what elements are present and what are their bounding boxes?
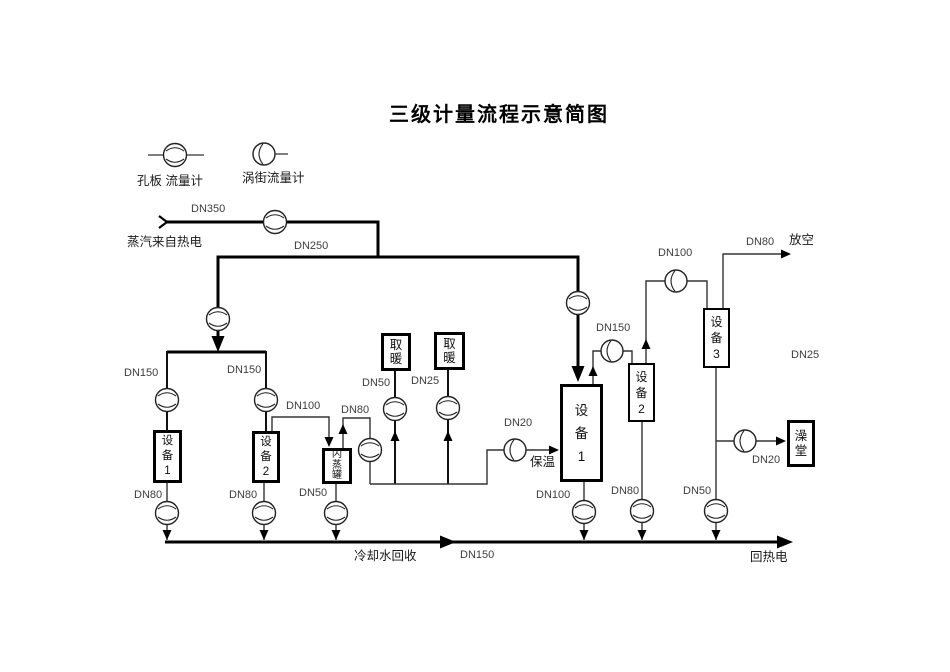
orifice-flowmeter-icon [703,498,729,524]
vortex-flowmeter-icon [733,429,757,453]
orifice-flowmeter-icon [382,396,408,422]
arrow-down-icon [579,530,589,540]
steam-source-label: 蒸汽来自热电 [127,235,203,249]
equipment-label: 取暖 [443,336,456,366]
arrow-up-icon [443,431,453,441]
pipe-label-dn50-drain-flash: DN50 [299,487,328,499]
pipe-label-dn150-return: DN150 [460,549,495,561]
arrow-up-icon [641,339,651,349]
equipment-label: 闪蒸罐 [332,449,342,482]
equipment-box-1-big: 设备1 [560,384,603,482]
equipment-label: 设备2 [260,435,272,478]
arrow-up-icon [588,366,598,376]
equipment-label: 取暖 [389,337,403,367]
pipe-label-dn100-drain: DN100 [536,489,571,501]
arrow-down-icon [162,530,172,540]
pipe-label-dn25-right: DN25 [791,349,820,361]
pipe-label-dn25-heating2: DN25 [411,375,440,387]
vortex-flowmeter-icon [252,142,276,166]
heating-box-1: 取暖 [381,333,411,371]
orifice-flowmeter-icon [154,387,180,413]
arrow-right-icon [776,436,786,446]
pipe-label-dn150-mid: DN150 [227,364,262,376]
bathhouse-box: 澡堂 [787,420,815,467]
steam-inlet-chevron-icon [158,215,169,229]
arrow-right-icon [781,249,791,259]
pipe-label-dn350: DN350 [191,203,226,215]
pipe-label-dn100-flash: DN100 [286,400,321,412]
equipment-box-1-small: 设备1 [153,430,182,483]
return-thermal-label: 回热电 [750,550,788,564]
orifice-flowmeter-icon [162,142,188,168]
arrow-down-icon [331,530,341,540]
orifice-flowmeter-icon [205,306,231,332]
orifice-flowmeter-icon [571,499,597,525]
arrow-down-icon [211,336,225,352]
pipe-label-dn50-heating1: DN50 [362,377,391,389]
equipment-box-2-right: 设备2 [628,363,655,422]
orifice-flowmeter-icon [435,395,461,421]
insulation-label: 保温 [530,455,556,469]
orifice-flowmeter-icon [565,290,591,316]
pipe-label-dn20-bath: DN20 [752,454,781,466]
arrow-down-icon [711,530,721,540]
flash-tank-box: 闪蒸罐 [322,448,352,484]
cooling-recovery-label: 冷却水回收 [354,549,417,563]
equipment-label: 设备2 [635,369,648,416]
pipe-label-dn150-left: DN150 [124,367,159,379]
vortex-flowmeter-icon [503,438,527,462]
orifice-flowmeter-icon [154,500,180,526]
orifice-flowmeter-icon [251,500,277,526]
orifice-flowmeter-icon [629,498,655,524]
arrow-right-icon [440,535,456,549]
pipe-label-dn80-flash-out: DN80 [341,404,370,416]
legend-orifice-label: 孔板 流量计 [137,174,203,188]
orifice-flowmeter-icon [253,387,279,413]
legend-vortex-label: 涡街流量计 [242,171,305,185]
equipment-label: 澡堂 [794,428,808,458]
heating-box-2: 取暖 [434,332,465,370]
equipment-label: 设备1 [161,435,174,477]
arrow-down-icon [637,530,647,540]
arrow-up-icon [338,424,348,434]
arrow-right-icon [777,535,793,549]
orifice-flowmeter-icon [262,209,288,235]
arrow-right-icon [549,445,559,455]
equipment-box-2-small: 设备2 [252,431,280,483]
orifice-flowmeter-icon [323,500,349,526]
pipe-label-dn150-right: DN150 [596,322,631,334]
pipe-label-dn80-drain2: DN80 [229,489,258,501]
pipe-label-dn100-riser: DN100 [658,247,693,259]
diagram-title: 三级计量流程示意简图 [389,104,609,126]
pipe-label-dn50-drain5: DN50 [683,485,712,497]
pipe-label-dn80-drain1: DN80 [134,489,163,501]
orifice-flowmeter-icon [357,437,383,463]
equipment-label: 设备1 [574,402,589,464]
main-steam-pipes [166,220,580,376]
legend-symbols [148,142,288,168]
vent-label: 放空 [789,233,815,247]
pipe-label-dn80-vent: DN80 [746,236,775,248]
vortex-flowmeter-icon [664,269,688,293]
arrow-down-icon [571,366,585,382]
pipe-label-dn80-drain4: DN80 [611,485,640,497]
pipe-label-dn250: DN250 [294,240,329,252]
equipment-label: 设备3 [710,315,723,361]
equipment-box-3: 设备3 [703,308,730,368]
arrow-down-icon [259,530,269,540]
arrow-down-icon [324,437,334,447]
arrow-up-icon [390,431,400,441]
vortex-flowmeter-icon [600,339,624,363]
pipe-label-dn20-insulation: DN20 [504,417,533,429]
